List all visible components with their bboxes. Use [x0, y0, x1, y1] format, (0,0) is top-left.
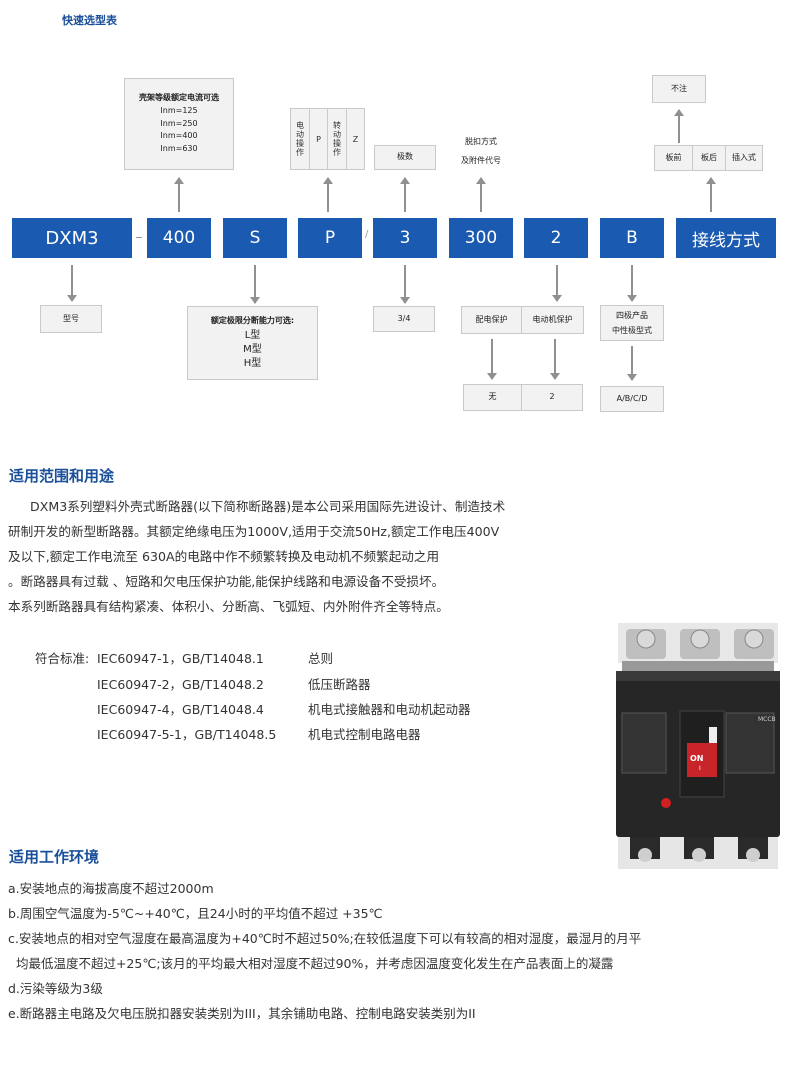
arrow-down-icon: [552, 265, 562, 302]
frame-current-option: Inm=400: [160, 131, 198, 141]
release-label: 脱扣方式 及附件代号: [461, 137, 501, 165]
breaker-on-label: ON: [690, 754, 704, 763]
arrow-down-icon: [250, 265, 260, 304]
breaker-brand: MCCB: [758, 716, 776, 723]
product-type-label: 四极产品 中性极型式: [600, 305, 664, 341]
code-box-wiring: 接线方式: [676, 218, 776, 258]
page-title: 快速选型表: [62, 14, 117, 27]
product-type-values: A/B/C/D: [600, 386, 664, 412]
operation-rotary-label: 转动操作: [327, 108, 347, 170]
frame-current-option: Inm=125: [160, 105, 198, 115]
section-heading: 适用工作环境: [9, 848, 100, 866]
protection-value-2: 2: [521, 384, 583, 411]
frame-current-option: Inm=630: [160, 144, 198, 154]
section-paragraph: DXM3系列塑料外壳式断路器(以下简称断路器)是本公司采用国际先进设计、制造技术…: [8, 499, 506, 614]
model-label: 型号: [40, 305, 102, 333]
environment-item: a.安装地点的海拔高度不超过2000m: [8, 881, 214, 896]
distribution-protection-label: 配电保护: [461, 306, 522, 334]
environment-item: b.周围空气温度为-5℃~+40℃，且24小时的平均值不超过 +35℃: [8, 906, 383, 921]
breaking-title: 额定极限分断能力可选:: [210, 315, 295, 325]
separator-dash: [136, 237, 142, 238]
frame-current-title: 壳架等级额定电流可选: [139, 93, 219, 102]
arrow-down-icon: [487, 339, 497, 380]
poles-value-label: 3/4: [373, 306, 435, 332]
standard-code: IEC60947-2，GB/T14048.2: [97, 677, 264, 692]
operation-motor-label: 电动操作: [290, 108, 310, 170]
breaker-illustration: [608, 615, 788, 877]
wiring-plugin-label: 插入式: [725, 145, 763, 171]
arrow-up-icon: [400, 177, 410, 212]
code-box-operation: P: [298, 218, 362, 258]
standard-desc: 总则: [308, 651, 334, 666]
standard-desc: 低压断路器: [308, 677, 371, 692]
code-box-protection: 2: [524, 218, 588, 258]
no-note-label: 不注: [652, 75, 706, 103]
code-box-release: 300: [449, 218, 513, 258]
standard-code: IEC60947-1，GB/T14048.1: [97, 651, 264, 666]
breaker-image: MCCB ON I: [608, 615, 788, 877]
wiring-rear-label: 板后: [692, 145, 726, 171]
arrow-down-icon: [67, 265, 77, 302]
code-box-poles: 3: [373, 218, 437, 258]
code-box-frame-current: 400: [147, 218, 211, 258]
breaker-on-mark: I: [699, 765, 701, 772]
environment-item: c.安装地点的相对空气湿度在最高温度为+40℃时不超过50%;在较低温度下可以有…: [8, 931, 642, 946]
frame-current-label: 壳架等级额定电流可选 Inm=125 Inm=250 Inm=400 Inm=6…: [124, 78, 234, 170]
standard-code: IEC60947-4，GB/T14048.4: [97, 702, 264, 717]
breaking-capacity-label: 额定极限分断能力可选: L型 M型 H型: [187, 306, 318, 380]
wiring-front-label: 板前: [654, 145, 693, 171]
frame-current-option: Inm=250: [160, 118, 198, 128]
breaking-option: M型: [243, 344, 262, 356]
motor-protection-label: 电动机保护: [521, 306, 584, 334]
code-box-breaking: S: [223, 218, 287, 258]
breaking-option: L型: [244, 330, 261, 342]
protection-value-none: 无: [463, 384, 522, 411]
arrow-up-icon: [174, 177, 184, 212]
arrow-up-icon: [674, 109, 684, 143]
operation-z-label: Z: [346, 108, 365, 170]
standard-desc: 机电式控制电路电器: [308, 727, 421, 742]
arrow-down-icon: [550, 339, 560, 380]
poles-label: 极数: [374, 145, 436, 170]
environment-item: 均最低温度不超过+25℃;该月的平均最大相对湿度不超过90%，并考虑因温度变化发…: [8, 956, 614, 971]
code-box-series: DXM3: [12, 218, 132, 258]
environment-item: e.断路器主电路及欠电压脱扣器安装类别为III，其余铺助电路、控制电路安装类别为…: [8, 1006, 476, 1021]
operation-p-label: P: [309, 108, 328, 170]
arrow-up-icon: [706, 177, 716, 212]
arrow-up-icon: [476, 177, 486, 212]
arrow-up-icon: [323, 177, 333, 212]
arrow-down-icon: [627, 265, 637, 302]
arrow-down-icon: [627, 346, 637, 381]
section-heading: 适用范围和用途: [9, 467, 115, 485]
standard-code: IEC60947-5-1，GB/T14048.5: [97, 727, 277, 742]
separator-slash: /: [365, 229, 369, 240]
standard-desc: 机电式接触器和电动机起动器: [308, 702, 471, 717]
standards-label: 符合标准:: [35, 651, 90, 666]
code-box-product-type: B: [600, 218, 664, 258]
breaking-option: H型: [243, 358, 262, 370]
environment-item: d.污染等级为3级: [8, 981, 103, 996]
arrow-down-icon: [400, 265, 410, 304]
